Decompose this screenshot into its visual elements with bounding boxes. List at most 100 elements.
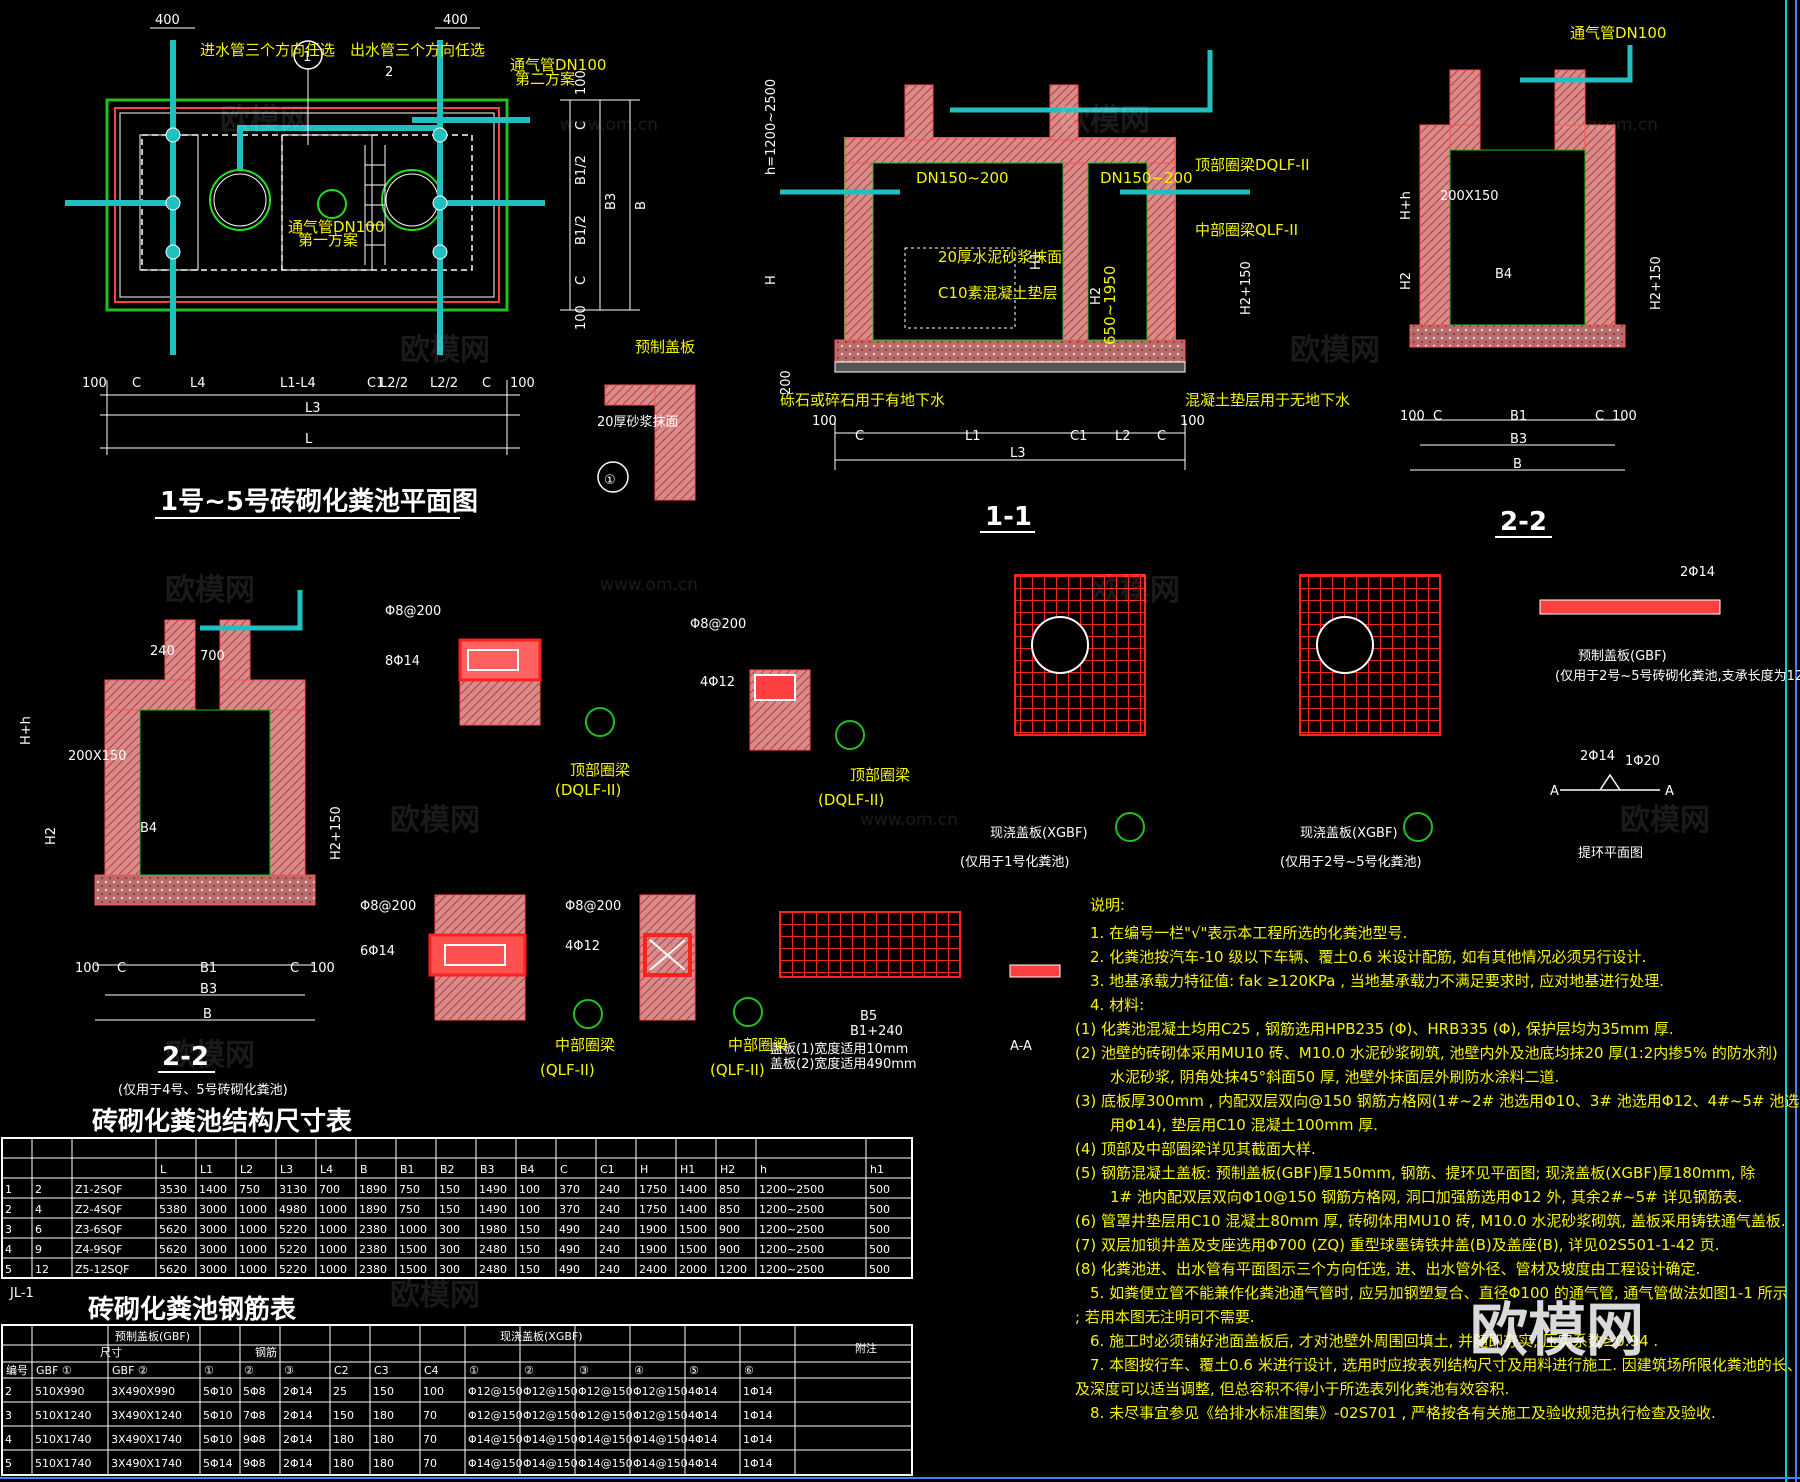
table1-cell: 5620 [159,1263,187,1276]
table1-cell: 3000 [199,1223,227,1236]
table2-cell: 2Φ14 [283,1409,313,1422]
sec22b-H2p: H2+150 [329,806,344,860]
plan-bdim-c: C [132,376,141,391]
watermark-8: 欧模网 [1620,803,1710,838]
watermark-url-1: www.om.cn [560,115,658,135]
table1-subheader: B4 [520,1163,535,1176]
beam-b-stirrup: Φ8@200 [690,617,746,632]
table1-subheader: h1 [870,1163,884,1176]
table2-cell: Φ12@150 [633,1409,688,1422]
sec22t-title: 2-2 [1500,507,1547,537]
table1-cell: 370 [559,1203,580,1216]
plan-bdim-100b: 100 [510,376,535,391]
table1-cell: 500 [869,1243,890,1256]
table2-cell: 9Φ8 [243,1433,266,1446]
watermark-big: 欧模网 [1470,1296,1644,1364]
table2-cell: Φ14@150 [468,1457,523,1470]
table1-cell: 1200 [719,1263,747,1276]
table1-cell: 150 [519,1223,540,1236]
table2-col-size: 尺寸 [100,1345,122,1359]
table2-cell: 1Φ14 [743,1385,773,1398]
table2-cell: 7Φ8 [243,1409,266,1422]
table1-cell: Z5-12SQF [75,1263,129,1276]
beam-note-c: 盖板(2)宽度适用490mm [770,1056,917,1072]
plan-outlet-note: 出水管三个方向任选 [350,41,485,59]
sec22b-dim-b3: B3 [200,982,217,997]
plan-inlet-note: 进水管三个方向任选 [200,41,335,59]
plan-bdim-l22a: L2/2 [380,376,408,391]
beam-c-stirrup: Φ8@200 [360,899,416,914]
table1-cell: 100 [519,1203,540,1216]
table1-cell: 2 [5,1203,12,1216]
table2-cell: Φ12@150 [578,1385,633,1398]
table2-title: 砖砌化粪池钢筋表 [88,1294,297,1325]
table1-cell: 1200~2500 [759,1203,824,1216]
sec22t-H2p: H2+150 [1649,256,1664,310]
table2-subheader: ⑥ [744,1364,754,1377]
design-notes: 说明: 1. 在编号一栏"√"表示本工程所选的化粪池型号.2. 化粪池按汽车-1… [1075,896,1800,1422]
table1-subheader: L3 [280,1163,293,1176]
table1-cell: 4 [5,1243,12,1256]
sec11-bdim-l2: L2 [1115,429,1131,444]
table1-cell: 2480 [479,1263,507,1276]
table1-cell: 3000 [199,1243,227,1256]
table1-cell: 3000 [199,1203,227,1216]
table1-cell: Z1-2SQF [75,1183,122,1196]
sec11-dn2: DN150~200 [1100,169,1193,187]
table1-cell: 500 [869,1183,890,1196]
table2-cell: 510X990 [35,1385,85,1398]
table2-subheader: ② [244,1364,254,1377]
sec11-ql2: 中部圈梁QLF-II [1195,221,1298,239]
sec11-bdim-c: C [855,429,864,444]
detail1-marker: ① [604,473,616,488]
table1-cell: 12 [35,1263,49,1276]
note-line: 用Φ14), 垫层用C10 混凝土100mm 厚. [1110,1116,1378,1134]
table1-cell: 5220 [279,1263,307,1276]
watermark-9: 欧模网 [165,1038,255,1073]
note-line: (7) 双层加锁井盖及支座选用Φ700 (ZQ) 重型球墨铸铁井盖(B)及盖座(… [1075,1236,1720,1254]
table2-cell: Φ12@150 [633,1385,688,1398]
table1-cell: 100 [519,1183,540,1196]
table1-cell: 1750 [639,1183,667,1196]
note-line: (1) 化粪池混凝土均用C25 , 钢筋选用HPB235 (Φ)、HRB335 … [1075,1020,1674,1038]
table2-cell: 2Φ14 [283,1433,313,1446]
sec22t-B4: B4 [1495,267,1512,282]
table2-cell: 5Φ10 [203,1385,233,1398]
table2-cell: 3X490X1240 [111,1409,182,1422]
ring-bars1: 2Φ14 [1580,749,1615,764]
table2-subheader: ① [204,1364,214,1377]
table2-cell: 70 [423,1433,437,1446]
sec22t-dim-c: C [1433,409,1442,424]
beam-b-bars: 4Φ12 [700,675,735,690]
table2-subheader: GBF ① [36,1364,72,1377]
table2-cell: 4Φ14 [688,1457,718,1470]
sec22b-dim-b1: B1 [200,961,217,976]
beam-b-code: (DQLF-II) [818,791,884,809]
table1-cell: 5220 [279,1223,307,1236]
table1-cell: 1000 [319,1243,347,1256]
table1-cell: 900 [719,1243,740,1256]
table2-cell: 9Φ8 [243,1457,266,1470]
table2-subheader: 编号 [6,1363,28,1377]
table1-cell: 240 [599,1243,620,1256]
beam-d-title: 中部圈梁 [728,1036,788,1054]
note-line: 3. 地基承载力特征值: fak ≥120KPa , 当地基承载力不满足要求时,… [1090,972,1664,990]
table1-subheader: B3 [480,1163,495,1176]
table2-cell: 4 [5,1433,12,1446]
note-line: 1. 在编号一栏"√"表示本工程所选的化粪池型号. [1090,924,1407,942]
table1-cell: 240 [599,1223,620,1236]
plan-rdim-b12a: B1/2 [574,155,589,185]
table2-subheader: C3 [374,1364,389,1377]
watermark-7: 欧模网 [390,803,480,838]
sec22t-dim-c2: C [1595,409,1604,424]
table1-cell: 3130 [279,1183,307,1196]
table2-cell: 150 [333,1409,354,1422]
table2-cell: 5Φ14 [203,1457,233,1470]
table1-cell: 240 [599,1263,620,1276]
table2-cell: 5Φ10 [203,1409,233,1422]
table1-cell: 1500 [399,1263,427,1276]
note-line: (8) 化粪池进、出水管有平面图示三个方向任选, 进、出水管外径、管材及坡度由工… [1075,1260,1700,1278]
precast-note: (仅用于2号~5号砖砌化粪池,支承长度为120mm) [1555,668,1800,684]
table1-cell: 1000 [239,1263,267,1276]
note-line: 4. 材料: [1090,996,1144,1014]
